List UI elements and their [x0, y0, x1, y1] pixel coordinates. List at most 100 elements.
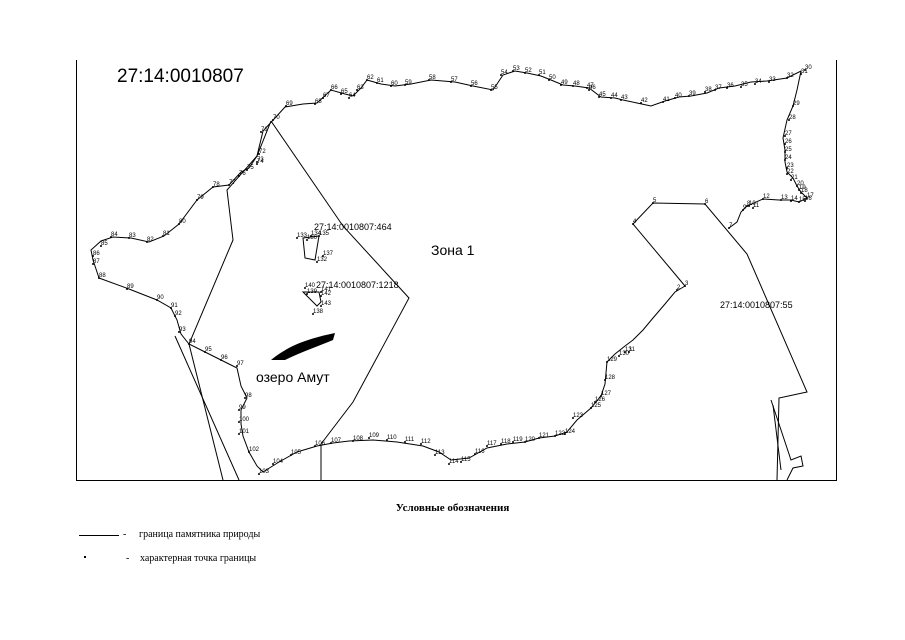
legend-text-point: характерная точка границы: [140, 553, 257, 564]
boundary-point: [742, 209, 744, 211]
boundary-point: [586, 87, 588, 89]
boundary-point: [620, 99, 622, 101]
boundary-point: [258, 153, 260, 155]
legend-text-boundary: граница памятника природы: [139, 529, 261, 540]
point-number-label: 66: [331, 85, 338, 91]
boundary-point: [788, 119, 790, 121]
boundary-point: [272, 119, 274, 121]
point-number-label: 118: [501, 439, 511, 445]
boundary-point: [624, 351, 626, 353]
boundary-point: [606, 361, 608, 363]
boundary-point: [538, 437, 540, 439]
lake-amut-shape: [271, 333, 335, 360]
point-number-label: 31: [801, 69, 808, 75]
point-number-label: 97: [237, 361, 244, 367]
boundary-point: [786, 77, 788, 79]
boundary-point: [248, 451, 250, 453]
map-canvas: [90, 69, 808, 480]
boundary-point: [110, 236, 112, 238]
boundary-point: [178, 331, 180, 333]
parcel-55-spur: [772, 404, 782, 471]
boundary-point: [790, 179, 792, 181]
point-number-label: 134: [311, 231, 322, 237]
legend-point-symbol: [84, 556, 86, 558]
boundary-point: [804, 69, 806, 71]
point-number-label: 112: [421, 439, 431, 445]
boundary-point: [356, 89, 358, 91]
boundary-point: [640, 102, 642, 104]
point-number-label: 114: [449, 459, 459, 465]
boundary-point: [260, 131, 262, 133]
point-number-label: 58: [429, 75, 436, 81]
parcel-464-contour-east: [270, 120, 410, 480]
point-number-label: 46: [589, 85, 596, 91]
point-number-label: 21: [791, 175, 798, 181]
point-number-label: 10: [749, 201, 756, 207]
point-number-label: 52: [525, 68, 532, 74]
point-number-label: 126: [595, 397, 606, 403]
boundary-point: [330, 89, 332, 91]
point-number-label: 5: [653, 198, 657, 204]
point-number-label: 59: [405, 80, 412, 86]
point-number-label: 95: [205, 347, 212, 353]
boundary-point: [600, 395, 602, 397]
boundary-point: [196, 199, 198, 201]
boundary-point: [806, 197, 808, 199]
parcel-464-contour-west: [174, 335, 240, 480]
point-number-label: 45: [599, 92, 606, 98]
boundary-point: [348, 97, 350, 99]
boundary-point: [256, 163, 258, 165]
point-number-label: 131: [625, 347, 636, 353]
point-number-label: 86: [93, 251, 100, 257]
point-number-label: 13: [781, 195, 788, 201]
boundary-point: [92, 255, 94, 257]
boundary-point: [604, 379, 606, 381]
boundary-point: [486, 445, 488, 447]
legend-dash-2: -: [126, 553, 130, 564]
boundary-point: [684, 285, 686, 287]
point-number-label: 38: [705, 87, 712, 93]
point-number-label: 91: [171, 303, 178, 309]
boundary-point: [538, 74, 540, 76]
boundary-point: [500, 74, 502, 76]
point-number-label: 76: [239, 171, 246, 177]
point-number-label: 7: [729, 223, 733, 229]
point-number-label: 19: [799, 185, 806, 191]
boundary-point: [238, 409, 240, 411]
boundary-point: [786, 167, 788, 169]
point-number-label: 138: [313, 309, 324, 315]
point-number-label: 85: [101, 241, 108, 247]
point-number-label: 100: [239, 417, 250, 423]
boundary-point: [238, 433, 240, 435]
boundary-point: [258, 473, 260, 475]
boundary-point: [296, 237, 298, 239]
boundary-point: [618, 355, 620, 357]
point-number-label: 132: [317, 257, 328, 263]
boundary-point: [366, 79, 368, 81]
boundary-point: [796, 185, 798, 187]
point-number-label: 15: [799, 197, 806, 203]
boundary-point: [390, 85, 392, 87]
parcel-464-contour: [188, 120, 272, 480]
boundary-point: [588, 89, 590, 91]
point-number-label: 20: [797, 181, 804, 187]
point-number-label: 98: [245, 393, 252, 399]
boundary-point: [628, 351, 630, 353]
boundary-point: [572, 417, 574, 419]
point-number-label: 33: [769, 77, 776, 83]
point-number-label: 22: [787, 169, 794, 175]
point-number-label: 128: [605, 375, 616, 381]
point-number-label: 34: [755, 79, 762, 85]
boundary-point: [564, 433, 566, 435]
point-number-label: 122: [555, 431, 566, 437]
boundary-point: [162, 235, 164, 237]
boundary-point: [306, 239, 308, 241]
point-number-label: 90: [157, 295, 164, 301]
point-number-label: 1: [629, 347, 633, 353]
boundary-point: [512, 70, 514, 72]
point-number-label: 81: [163, 231, 170, 237]
boundary-point: [174, 315, 176, 317]
boundary-point: [156, 299, 158, 301]
boundary-point: [768, 81, 770, 83]
point-number-label: 69: [286, 101, 293, 107]
